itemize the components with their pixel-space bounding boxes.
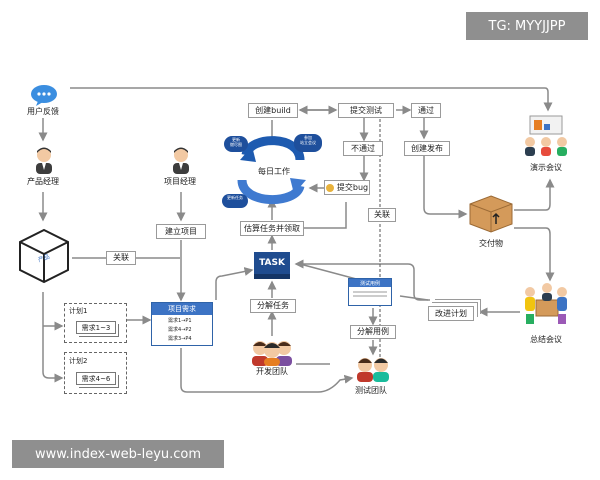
demo-meeting-label: 演示会议 <box>530 163 562 172</box>
test-case-card: 测试用例 <box>348 278 392 306</box>
daily-work-label: 每日工作 <box>258 167 290 176</box>
cube-icon <box>18 228 70 284</box>
plan1-title: 计划1 <box>69 307 88 315</box>
people-icon <box>522 280 570 326</box>
project-requirements-card: 项目需求 需求1→P1 需求4→P2 需求3→P4 <box>151 302 213 346</box>
project-req-title: 项目需求 <box>152 303 212 315</box>
tg-watermark: TG: MYYJJPP <box>466 12 588 40</box>
people-icon <box>354 354 392 382</box>
plan1-group <box>64 303 127 343</box>
test-team-label: 测试团队 <box>355 386 387 395</box>
create-project-box: 建立项目 <box>156 224 206 239</box>
standup-cloud: 参加 站立会议 <box>294 134 322 152</box>
summary-meeting-label: 总结会议 <box>530 335 562 344</box>
user-feedback-label: 用户反馈 <box>27 107 59 116</box>
url-watermark: www.index-web-leyu.com <box>12 440 224 468</box>
submit-bug-box: 提交bug <box>324 180 370 195</box>
person-icon <box>31 146 57 174</box>
project-req-row: 需求4→P2 <box>168 327 192 333</box>
fail-box: 不通过 <box>343 141 383 156</box>
plan2-item: 需求4~6 <box>76 372 116 385</box>
burndown-cloud: 更新 燃尽图 <box>224 136 248 152</box>
plan1-item: 需求1~3 <box>76 321 116 334</box>
improve-plan-box: 改进计划 <box>428 306 474 321</box>
package-icon <box>468 194 514 234</box>
pass-box: 通过 <box>411 103 441 118</box>
people-icon <box>522 114 570 156</box>
project-req-row: 需求3→P4 <box>168 336 192 342</box>
plan2-title: 计划2 <box>69 357 88 365</box>
test-case-title: 测试用例 <box>349 279 391 287</box>
create-build-box: 创建build <box>248 103 298 118</box>
feedback-to-demo-line <box>70 87 553 112</box>
chat-bubble-icon <box>30 84 58 106</box>
product-manager-label: 产品经理 <box>27 177 59 186</box>
task-block: TASK <box>254 252 290 274</box>
project-req-row: 需求1→P1 <box>168 318 192 324</box>
relate-left-box: 关联 <box>106 251 136 265</box>
update-task-cloud: 更新任务 <box>222 194 248 208</box>
person-icon <box>168 146 194 174</box>
project-manager-label: 项目经理 <box>164 177 196 186</box>
estimate-box: 估算任务并领取 <box>240 221 304 236</box>
daily-work-cycle <box>237 136 306 204</box>
split-case-box: 分解用例 <box>350 325 396 339</box>
dev-team-label: 开发团队 <box>256 367 288 376</box>
create-release-box: 创建发布 <box>404 141 450 156</box>
bug-icon <box>325 183 334 192</box>
people-icon <box>248 336 296 366</box>
relate-mid-box: 关联 <box>368 208 396 222</box>
submit-test-box: 提交测试 <box>338 103 394 118</box>
deliverable-label: 交付物 <box>479 239 503 248</box>
submit-bug-label: 提交bug <box>336 182 369 192</box>
split-task-box: 分解任务 <box>250 299 296 313</box>
